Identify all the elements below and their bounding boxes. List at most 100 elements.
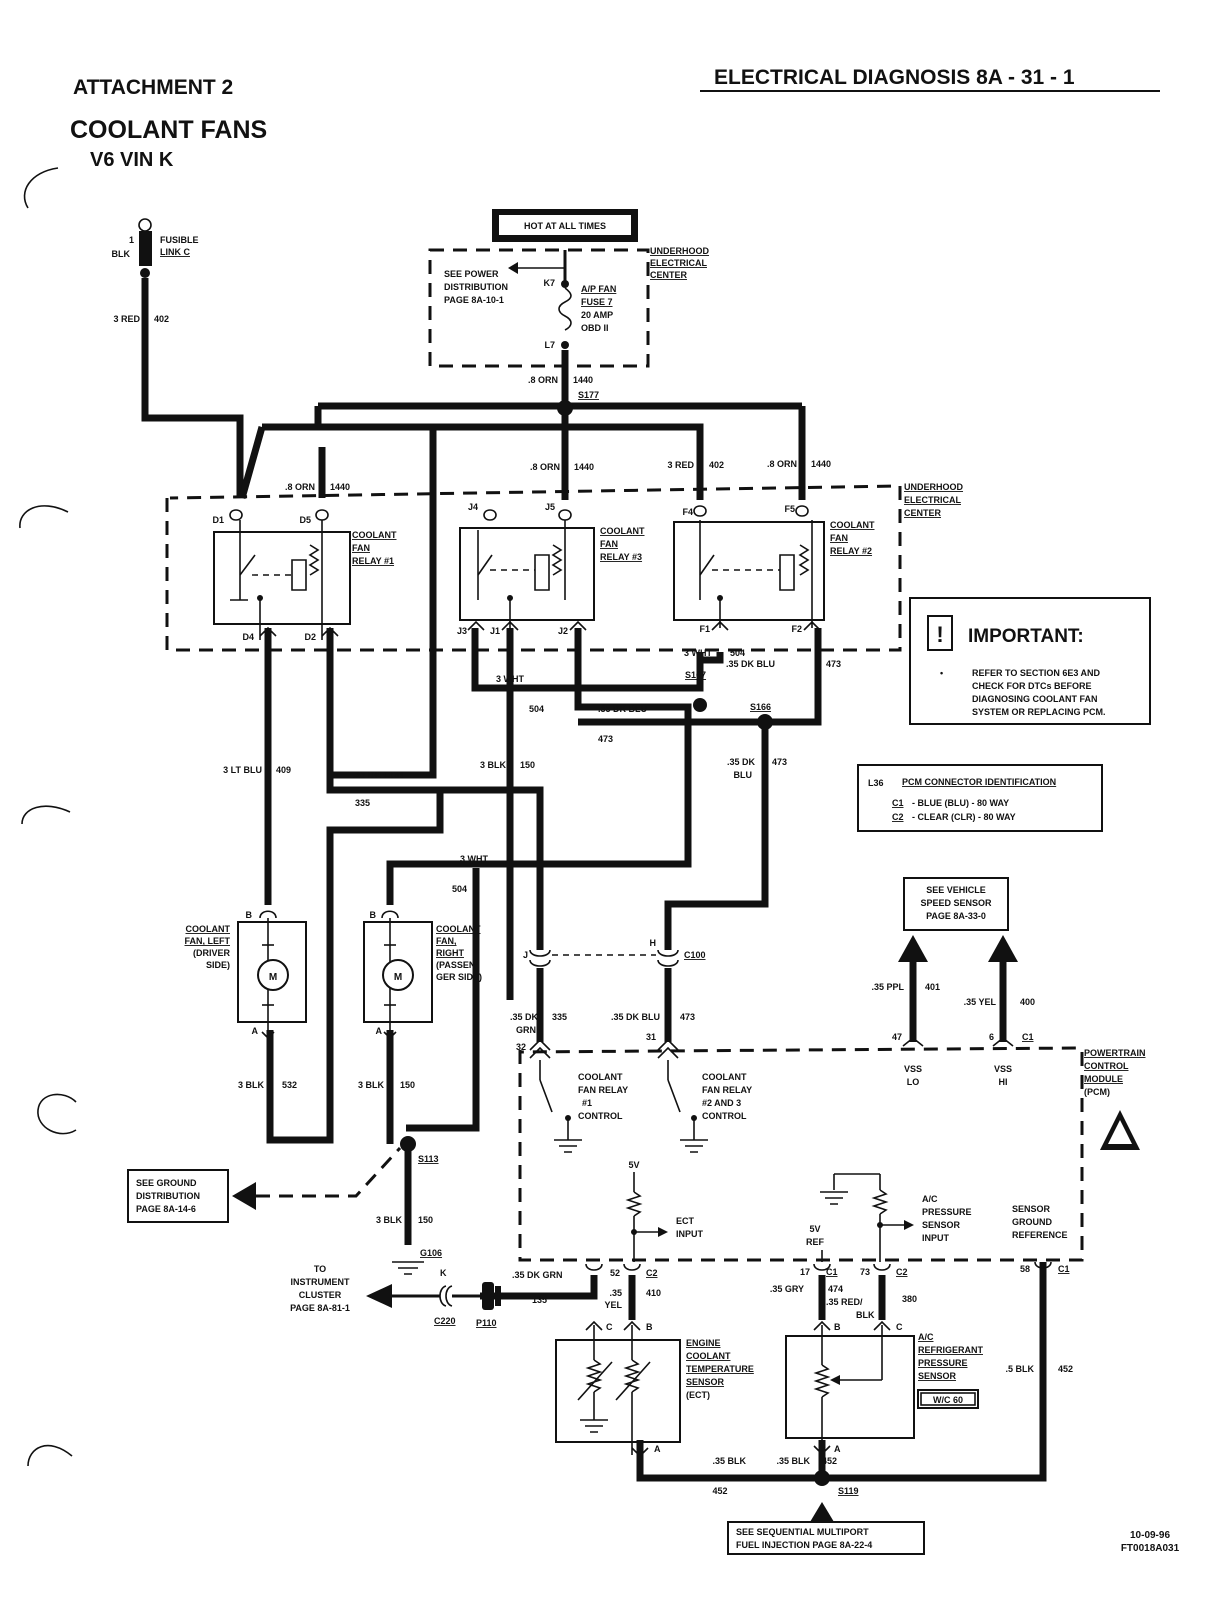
hot-at-all-times-label: HOT AT ALL TIMES [524, 221, 606, 231]
engine-coolant-temperature-sensor: C B A ENGINE COOLANT TEMPERATURE SENSOR … [555, 1320, 754, 1458]
label-pcm-cr1_c: #1 [582, 1098, 592, 1108]
label-pins-j2: J2 [558, 626, 568, 636]
label-pcm-l4: (PCM) [1084, 1087, 1110, 1097]
label-wires-n473: 473 [680, 1012, 695, 1022]
label-pins-b: B [370, 910, 377, 920]
ground-distribution-dashed-wire [256, 1146, 402, 1198]
label-relays-r1-l3: RELAY #1 [352, 556, 394, 566]
pcm-ac-pressure-input-circuit: A/C PRESSURE SENSOR INPUT 5V REF [806, 1173, 972, 1262]
splice-s119-ground-arrow [810, 1502, 834, 1522]
header-right: ELECTRICAL DIAGNOSIS 8A - 31 - 1 [714, 66, 1075, 89]
label-relays-r2-l3: RELAY #2 [830, 546, 872, 556]
label-pcm-ref_b: REF [806, 1237, 825, 1247]
label-pcmid-head: PCM CONNECTOR IDENTIFICATION [902, 777, 1056, 787]
label-fanright-l4: (PASSEN- [436, 960, 478, 970]
label-pins-c100: C100 [684, 950, 706, 960]
label-underhood-l3: CENTER [904, 508, 942, 518]
label-pcm-cr1_d: CONTROL [578, 1111, 623, 1121]
label-wires-yel410b: YEL [604, 1300, 622, 1310]
connector-c100: J H C100 [523, 938, 706, 967]
label-wires-n401: 401 [925, 982, 940, 992]
label-pins-p31: 31 [646, 1032, 656, 1042]
label-important-bullet: • [940, 668, 943, 678]
label-fuse-l1: A/P FAN [581, 284, 616, 294]
ground-distribution-arrow [232, 1182, 256, 1210]
label-wires-n400: 400 [1020, 997, 1035, 1007]
label-important-t1: REFER TO SECTION 6E3 AND [972, 668, 1101, 678]
label-pins-d5: D5 [299, 515, 311, 525]
label-acsensor-l1: A/C [918, 1332, 934, 1342]
label-wires-redblk_b: BLK [856, 1310, 875, 1320]
label-pins-k: K [440, 1268, 447, 1278]
label-seepower-l3: PAGE 8A-10-1 [444, 295, 504, 305]
label-pcm-cr2_b: FAN RELAY [702, 1085, 752, 1095]
label-important-t4: SYSTEM OR REPLACING PCM. [972, 707, 1106, 717]
label-cluster-l2: INSTRUMENT [291, 1277, 350, 1287]
label-sfi-l2: FUEL INJECTION PAGE 8A-22-4 [736, 1540, 872, 1550]
label-wires-blk5: .5 BLK [1005, 1364, 1034, 1374]
label-wires-dkblu_b: BLU [734, 770, 753, 780]
label-pins-p58: 58 [1020, 1264, 1030, 1274]
label-wires-n532: 532 [282, 1080, 297, 1090]
important-note: ! IMPORTANT: • REFER TO SECTION 6E3 AND … [909, 597, 1151, 725]
label-wires-dkblu: .35 DK BLU [598, 704, 647, 714]
coolant-fan-relay-1: D1 D5 D4 D2 COOLANT FAN RELAY #1 [212, 509, 397, 642]
label-pins-f2: F2 [791, 624, 802, 634]
label-wires-dkgrn_a: .35 DK [510, 1012, 539, 1022]
label-splices-s113: S113 [418, 1154, 439, 1164]
label-wires-n402: 402 [154, 314, 169, 324]
label-wires-yel410a: .35 [609, 1288, 622, 1298]
vss-lo-arrow [898, 935, 928, 962]
footer-code: FT0018A031 [1121, 1543, 1180, 1554]
label-wires-n504: 504 [730, 648, 745, 658]
label-ect-l4: SENSOR [686, 1377, 725, 1387]
label-pins-c2: C2 [646, 1268, 658, 1278]
label-pins-p6: 6 [989, 1032, 994, 1042]
page-title: COOLANT FANS [70, 116, 267, 144]
label-pcm-ac_a: A/C [922, 1194, 938, 1204]
pcm-connector-identification: L36 PCM CONNECTOR IDENTIFICATION C1 - BL… [857, 764, 1103, 832]
label-wires-n335: 335 [355, 798, 370, 808]
label-ect-l3: TEMPERATURE [686, 1364, 754, 1374]
label-wires-dkgrn: .35 DK GRN [353, 770, 404, 780]
label-motor: M [394, 972, 402, 983]
label-pins-p110: P110 [476, 1318, 497, 1328]
fusible-link-c: 1 BLK FUSIBLE LINK C [112, 218, 199, 278]
label-wires-n410: 410 [646, 1288, 661, 1298]
label-pcm-sg_a: SENSOR [1012, 1204, 1051, 1214]
splice-s119 [814, 1470, 830, 1486]
label-ect-l1: ENGINE [686, 1338, 721, 1348]
ground-g106: G106 [392, 1248, 442, 1275]
label-pins-h: H [650, 938, 657, 948]
label-wires-dkblu: .35 DK BLU [611, 1012, 660, 1022]
label-acsensor-l3: PRESSURE [918, 1358, 968, 1368]
splice-s166 [757, 714, 773, 730]
label-pcm-fivev: 5V [628, 1160, 639, 1170]
label-wires-orn: .8 ORN [528, 375, 558, 385]
label-motor: M [269, 972, 277, 983]
pcm-relay-control-drivers: COOLANT FAN RELAY #1 CONTROL COOLANT FAN… [539, 1060, 752, 1153]
label-fuse-l3: 20 AMP [581, 310, 613, 320]
label-wires-blk: 3 BLK [376, 1215, 403, 1225]
label-ect-l5: (ECT) [686, 1390, 710, 1400]
label-pcm-vsslo_a: VSS [904, 1064, 922, 1074]
see-sfi-box [727, 1521, 925, 1555]
label-fanleft-l4: SIDE) [206, 960, 230, 970]
label-wires-red402: 3 RED [667, 460, 694, 470]
label-wires-yel: .35 YEL [964, 997, 997, 1007]
label-wires-n474: 474 [828, 1284, 843, 1294]
label-relays-r3-l1: COOLANT [600, 526, 645, 536]
label-wires-ppl: .35 PPL [871, 982, 904, 992]
label-wires-orn: .8 ORN [767, 459, 797, 469]
label-pins-d1: D1 [212, 515, 224, 525]
splice-s177 [557, 400, 573, 416]
svg-text:!: ! [936, 622, 943, 647]
label-pcmid-r2a: C2 [892, 812, 904, 822]
label-pcm-cr2_d: CONTROL [702, 1111, 747, 1121]
label-wires-n473: 473 [598, 734, 613, 744]
label-relays-r2-l2: FAN [830, 533, 848, 543]
label-fanleft-l3: (DRIVER [193, 948, 231, 958]
label-pins-c1: C1 [1022, 1032, 1034, 1042]
